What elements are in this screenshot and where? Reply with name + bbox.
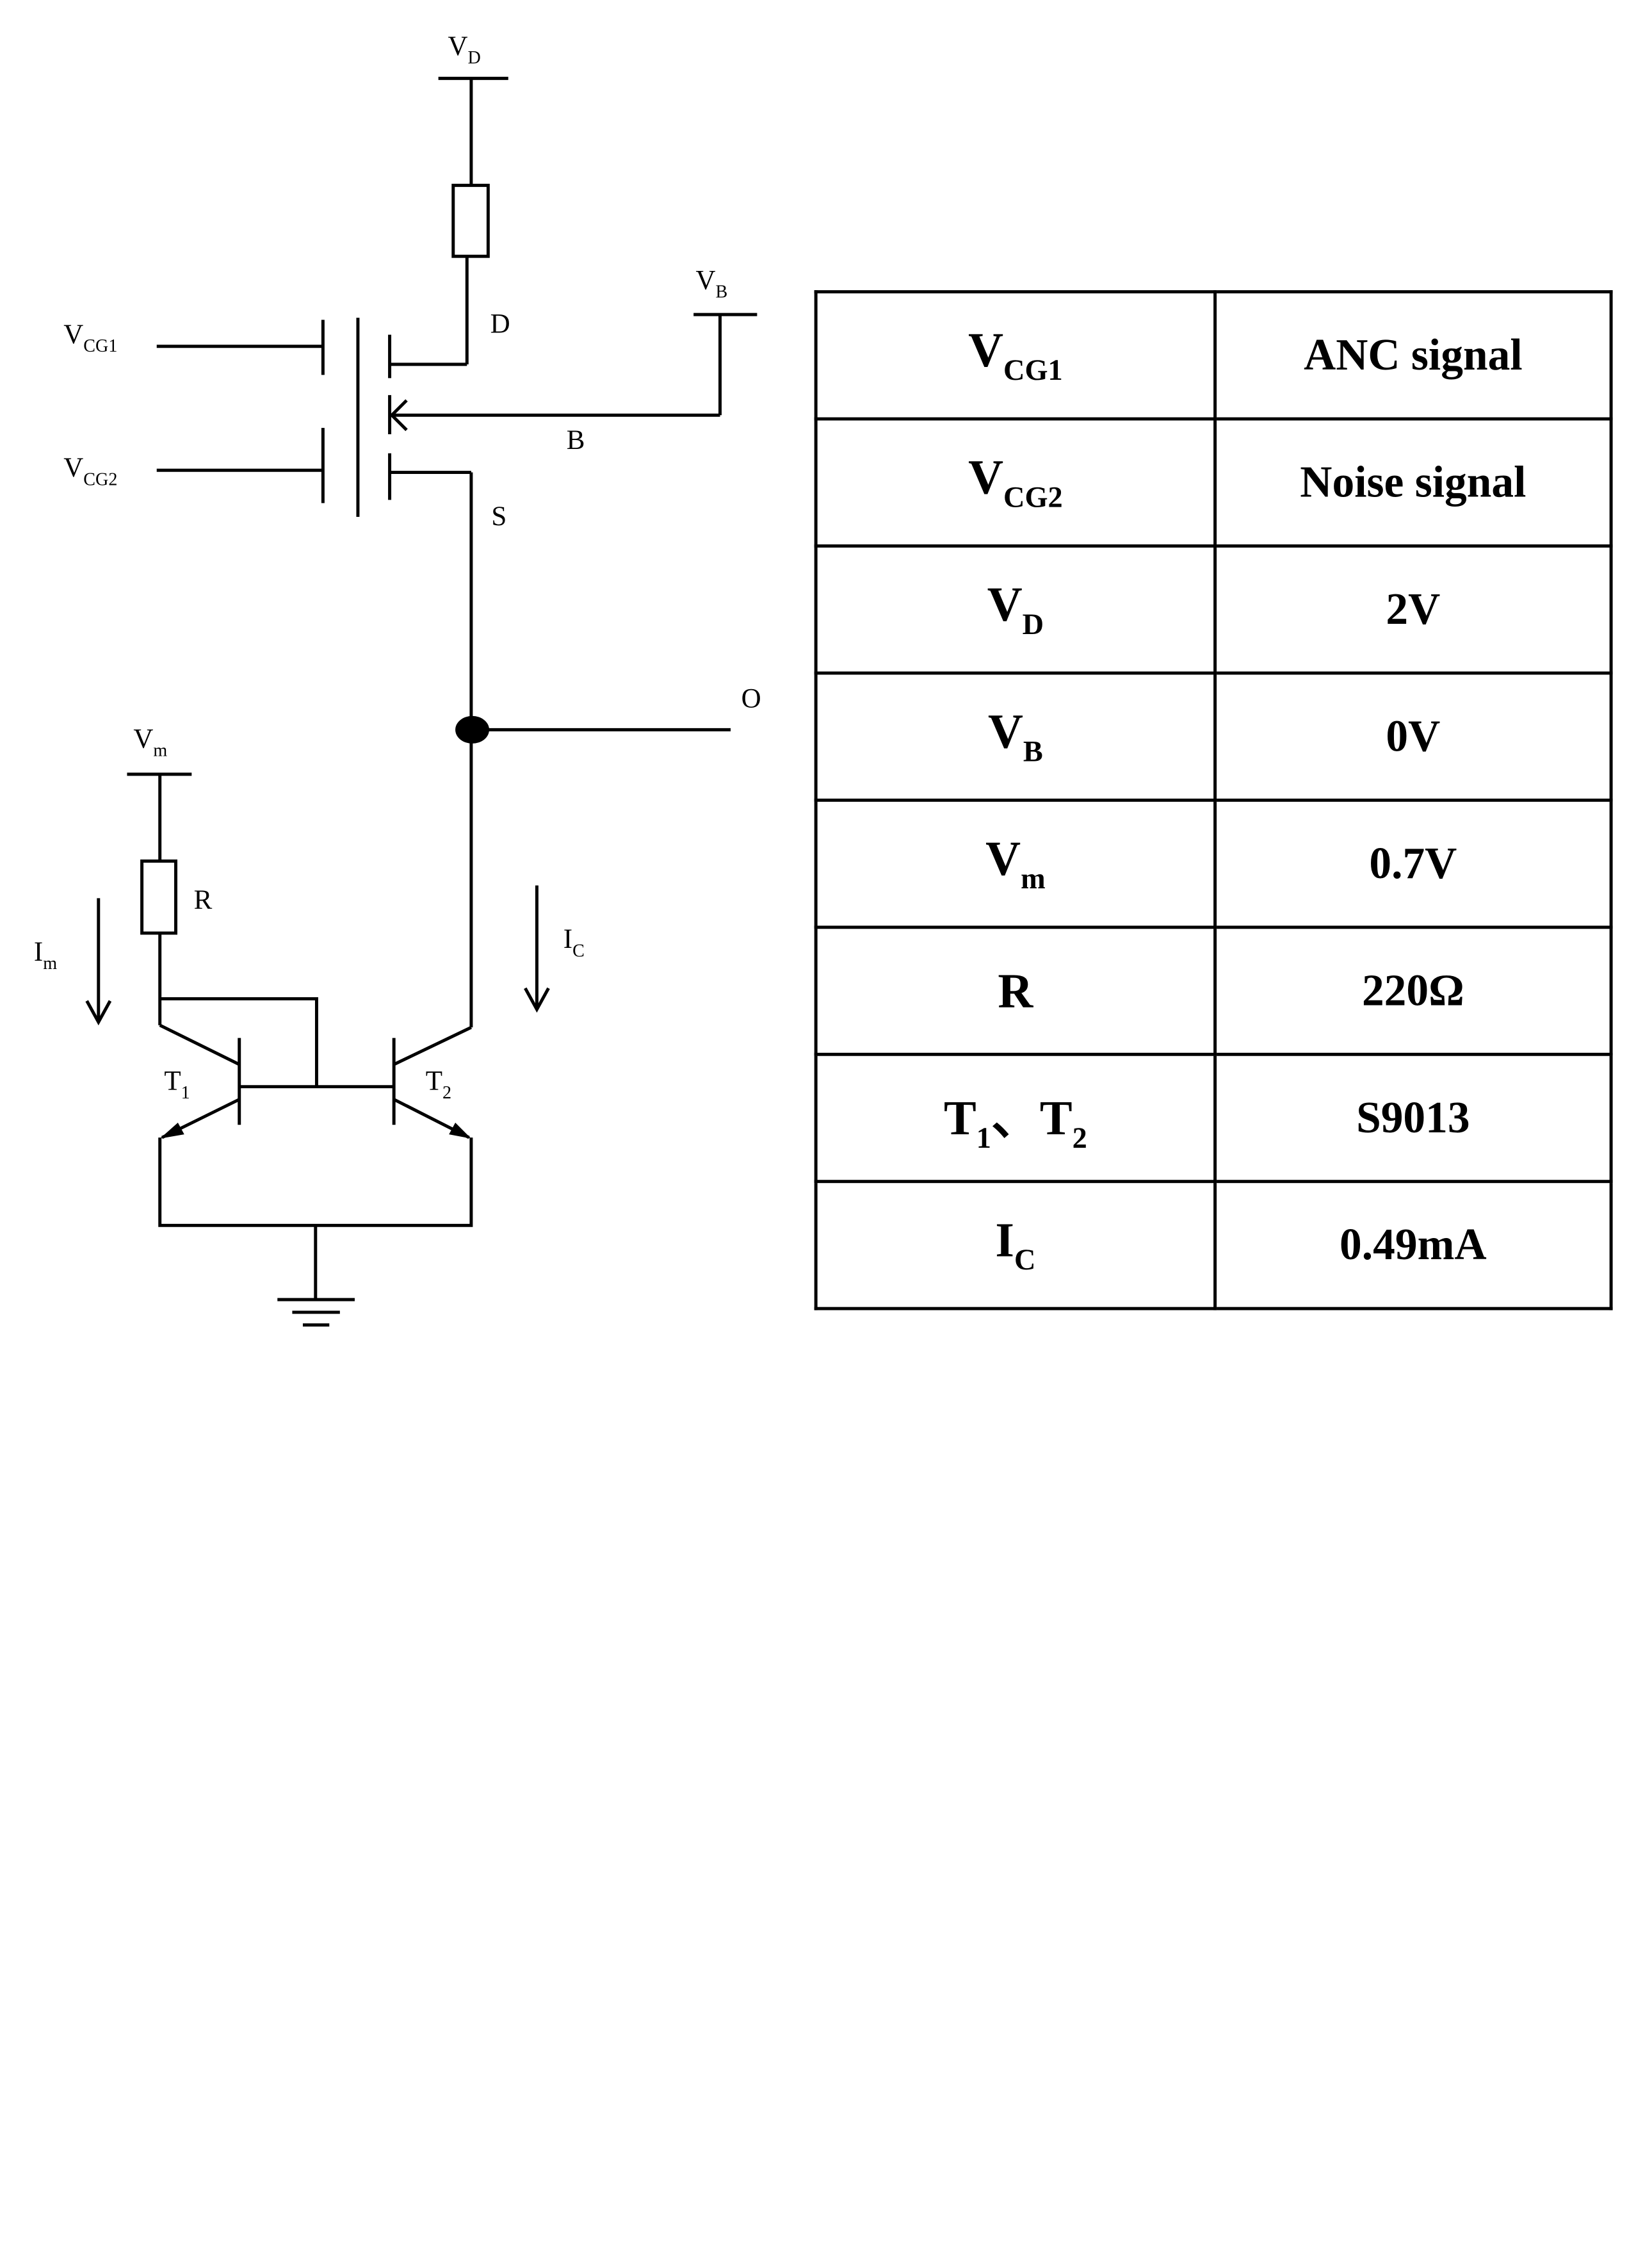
emitter-return-wire [158, 1137, 473, 1227]
t1-emitter-arrowhead [159, 1122, 184, 1139]
symbol-subscript: B [1023, 735, 1043, 769]
symbol-text: V [987, 577, 1023, 632]
vcg1-label: VCG1 [63, 320, 117, 356]
symbol-subscript: CG1 [1003, 354, 1063, 387]
symbol-text: 、T [991, 1091, 1073, 1145]
value-cell: 0.7V [1213, 798, 1613, 929]
symbol-subscript: CG2 [1003, 482, 1063, 515]
symbol-cell: T1、T2 [814, 1052, 1217, 1184]
vm-label: Vm [133, 724, 167, 761]
resistor-label: R [194, 885, 213, 915]
value-cell: ANC signal [1213, 290, 1613, 421]
ic-arrow-head [524, 987, 550, 1013]
symbol-text: R [998, 963, 1033, 1018]
table-row: VB 0V [814, 671, 1613, 802]
symbol-cell: VD [814, 544, 1217, 675]
value-cell: Noise signal [1213, 417, 1613, 548]
symbol-cell: IC [814, 1180, 1217, 1310]
vcg2-label: VCG2 [63, 453, 117, 489]
drain-label: D [490, 309, 510, 339]
source-label: S [491, 501, 506, 532]
value-cell: 0V [1213, 671, 1613, 802]
symbol-subscript: C [1014, 1244, 1036, 1278]
t2-emitter-arrowhead [449, 1122, 471, 1139]
symbol-subscript: 2 [1072, 1122, 1087, 1155]
value-cell: S9013 [1213, 1052, 1613, 1184]
t1-label: T1 [164, 1066, 190, 1103]
output-label: O [741, 684, 761, 714]
output-junction-dot [455, 715, 490, 744]
drain-resistor [451, 183, 490, 258]
value-cell: 0.49mA [1213, 1180, 1613, 1310]
symbol-cell: VCG2 [814, 417, 1217, 548]
im-label: Im [34, 937, 57, 974]
symbol-text: V [968, 323, 1004, 378]
value-cell: 220Ω [1213, 925, 1613, 1056]
body-arrowhead [389, 399, 408, 432]
table-row: VD 2V [814, 544, 1613, 675]
diode-connection-wire [159, 997, 318, 1087]
table-row: IC 0.49mA [814, 1180, 1613, 1310]
symbol-cell: VB [814, 671, 1217, 802]
value-cell: 2V [1213, 544, 1613, 675]
table-row: T1、T2 S9013 [814, 1052, 1613, 1184]
symbol-cell: VCG1 [814, 290, 1217, 421]
symbol-cell: R [814, 925, 1217, 1056]
t2-collector [393, 1025, 472, 1066]
symbol-subscript: 1 [976, 1122, 991, 1155]
symbol-subscript: m [1021, 863, 1046, 896]
symbol-text: V [985, 831, 1021, 886]
table-row: VCG2 Noise signal [814, 417, 1613, 548]
t2-label: T2 [426, 1066, 451, 1103]
symbol-text: V [968, 450, 1004, 505]
parameter-table: VCG1 ANC signal VCG2 Noise signal VD 2V … [814, 290, 1613, 1310]
table-row: Vm 0.7V [814, 798, 1613, 929]
t1-collector [159, 1023, 240, 1066]
symbol-cell: Vm [814, 798, 1217, 929]
symbol-subscript: D [1022, 608, 1044, 642]
symbol-text: T [943, 1091, 976, 1145]
ic-label: IC [563, 924, 585, 961]
symbol-text: I [995, 1212, 1014, 1267]
vb-label: VB [695, 265, 727, 302]
table-row: R 220Ω [814, 925, 1613, 1056]
vd-label: VD [448, 31, 481, 68]
circuit-schematic: VD VB VCG1 VCG2 D B S O Vm R Im IC T1 T2 [34, 31, 761, 1327]
table-row: VCG1 ANC signal [814, 290, 1613, 421]
symbol-text: V [987, 705, 1023, 759]
body-label: B [567, 425, 585, 455]
resistor-r [140, 859, 177, 935]
im-arrow-head [85, 1000, 112, 1025]
